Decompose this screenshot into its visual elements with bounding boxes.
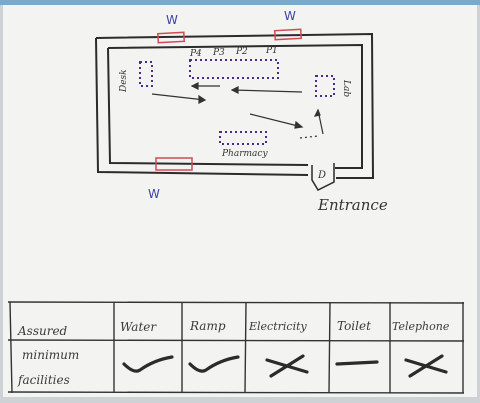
mark-telephone-cross — [404, 354, 448, 378]
facilities-row-header-line3: facilities — [17, 373, 70, 387]
pharmacy-label: Pharmacy — [221, 149, 268, 159]
seat-label-p2: P2 — [235, 47, 248, 57]
facilities-row-header-line1: Assured — [17, 324, 68, 338]
pharmacy-outline — [219, 131, 267, 145]
patient-flow-arrows — [151, 82, 324, 139]
window-label-top-right: W — [284, 9, 296, 23]
column-header-water: Water — [120, 320, 157, 334]
window-bottom — [155, 157, 193, 171]
mark-ramp-tick — [188, 355, 240, 373]
desk-outline — [139, 61, 153, 87]
seat-label-p4: P4 — [189, 49, 202, 59]
window-label-top-left: W — [166, 13, 178, 27]
door — [311, 163, 335, 191]
lab-outline — [315, 75, 335, 97]
paper-sheet — [3, 5, 477, 397]
mark-water-tick — [122, 355, 174, 373]
column-header-telephone: Telephone — [392, 320, 450, 333]
column-header-ramp: Ramp — [189, 319, 226, 333]
facilities-row-header-line2: minimum — [22, 348, 79, 362]
seats-outline — [189, 59, 279, 79]
mark-electricity-cross — [265, 354, 309, 378]
seat-label-p1: P1 — [265, 46, 278, 56]
facilities-table — [7, 301, 465, 394]
entrance-label: Entrance — [317, 196, 388, 214]
door-label: D — [317, 170, 326, 181]
lab-label: Lab — [341, 79, 351, 97]
window-top-left — [157, 31, 186, 44]
desk-label: Desk — [119, 69, 129, 93]
window-label-bottom: W — [148, 187, 160, 201]
top-edge — [0, 0, 480, 5]
facility-marks — [122, 354, 448, 378]
room-walls — [95, 32, 375, 179]
column-header-electricity: Electricity — [248, 320, 308, 333]
window-top-right — [273, 28, 302, 41]
mark-toilet-dash — [335, 360, 379, 366]
seat-label-p3: P3 — [212, 48, 225, 58]
column-header-toilet: Toilet — [337, 319, 371, 333]
